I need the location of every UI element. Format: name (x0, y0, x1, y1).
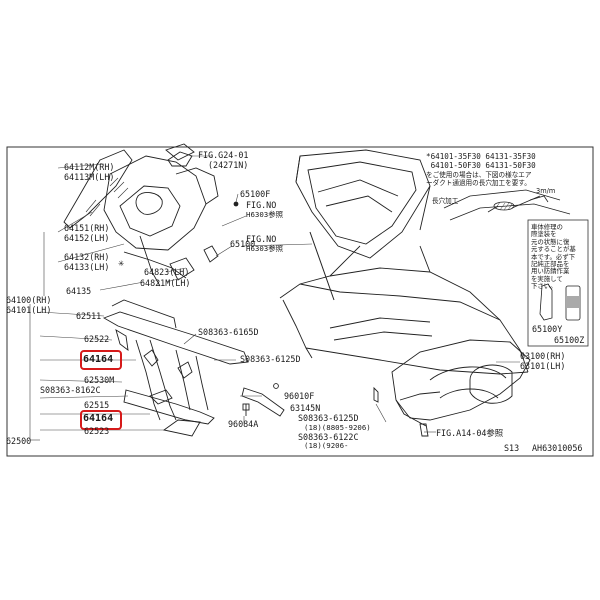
note-line-4: ーダクト通過用の長穴加工を要す。 (426, 179, 531, 187)
label-fig-h6303-a: FIG.NO (246, 200, 277, 210)
note-line-3: をご使用の場合は、下図の様なエア (426, 171, 532, 179)
highlight-64164-lower (80, 410, 122, 430)
label-96084a: 96084A (228, 419, 259, 429)
label-fig-g24-01: FIG.G24-01 (198, 150, 249, 160)
label-62500: 62500 (6, 436, 32, 446)
label-64164-upper: 64164 (83, 354, 114, 365)
hatch-slot (495, 201, 513, 211)
label-08363-6125d-b-sub: (18)(8805-9206) (304, 423, 371, 432)
label-63145n: 63145N (290, 403, 321, 413)
label-65100z: 65100Z (554, 335, 585, 345)
label-64101: 64101(LH) (6, 305, 52, 315)
label-64821m: 64821M(LH) (140, 278, 191, 288)
footer-model-code: S13 (504, 443, 520, 453)
label-62515: 62515 (84, 400, 110, 410)
label-fig-h6303-a-sub: H6303参照 (246, 210, 284, 219)
label-62523: 62523 (84, 426, 110, 436)
label-64164-lower: 64164 (83, 413, 114, 424)
label-64823: 64823(LH) (144, 267, 190, 277)
label-63100: 63100(RH) (520, 351, 566, 361)
label-08363-6125d-b: S08363-6125D (298, 413, 359, 423)
note-line-1: *64101-35F30 64131-35F30 (426, 152, 536, 161)
label-65100y: 65100Y (532, 324, 563, 334)
label-08363-6165d: S08363-6165D (198, 327, 259, 337)
label-08363-6122c: S08363-6122C (298, 432, 359, 442)
label-64113m: 64113M(LH) (64, 172, 115, 182)
note-line-2: 64101-50F30 64131-50F30 (426, 161, 536, 170)
hood-stay (309, 231, 335, 301)
label-65100f: 65100F (240, 189, 271, 199)
sparkle-mark: ✳ (118, 258, 124, 269)
label-62530m: 62530M (84, 375, 115, 385)
label-08363-8162c: S08363-8162C (40, 385, 101, 395)
label-63101: 63101(LH) (520, 361, 566, 371)
diagram-frame (6, 146, 594, 457)
label-64151: 64151(RH) (64, 223, 110, 233)
label-64132: 64132(RH) (64, 252, 110, 262)
label-fig-h6303-b: FIG.NO (246, 234, 277, 244)
highlight-64164-upper (80, 350, 122, 370)
apron-assembly-drawing (63, 143, 219, 287)
label-64133: 64133(LH) (64, 262, 110, 272)
label-62511: 62511 (76, 311, 102, 321)
label-08363-6122c-sub: (18)(9206- (304, 441, 349, 450)
apron-hatch (85, 177, 129, 217)
bolt-65100f (233, 201, 239, 207)
sealant-note: 車体修理の 際塗装を 元の状態に復 元することが基 本です。必ず下 記純正部品を… (531, 223, 576, 291)
sealant-frame (527, 219, 589, 347)
label-96010f: 96010F (284, 391, 315, 401)
grommet-fig-g24 (167, 151, 193, 167)
label-64152: 64152(LH) (64, 233, 110, 243)
note-slot-label: 長穴加工 (432, 197, 459, 205)
label-fig-a14-04: FIG.A14-04参照 (436, 428, 504, 438)
sealant-cans (539, 283, 581, 321)
car-body-drawing (279, 149, 531, 427)
label-fig-h6303-b-sub: H6303参照 (246, 244, 284, 253)
label-fig-g24-01-sub: (24271N) (208, 160, 249, 170)
label-65100: 65100 (230, 239, 256, 249)
label-62522: 62522 (84, 334, 110, 344)
label-64100: 64100(RH) (6, 295, 52, 305)
radiator-core-support-drawing (102, 299, 249, 437)
label-64112m: 64112M(RH) (64, 162, 115, 172)
label-64135: 64135 (66, 286, 92, 296)
footer-drawing-code: AH63010056 (532, 443, 583, 453)
note-dimension: 3m/m (536, 187, 556, 195)
label-08363-6125d: S08363-6125D (240, 354, 301, 364)
